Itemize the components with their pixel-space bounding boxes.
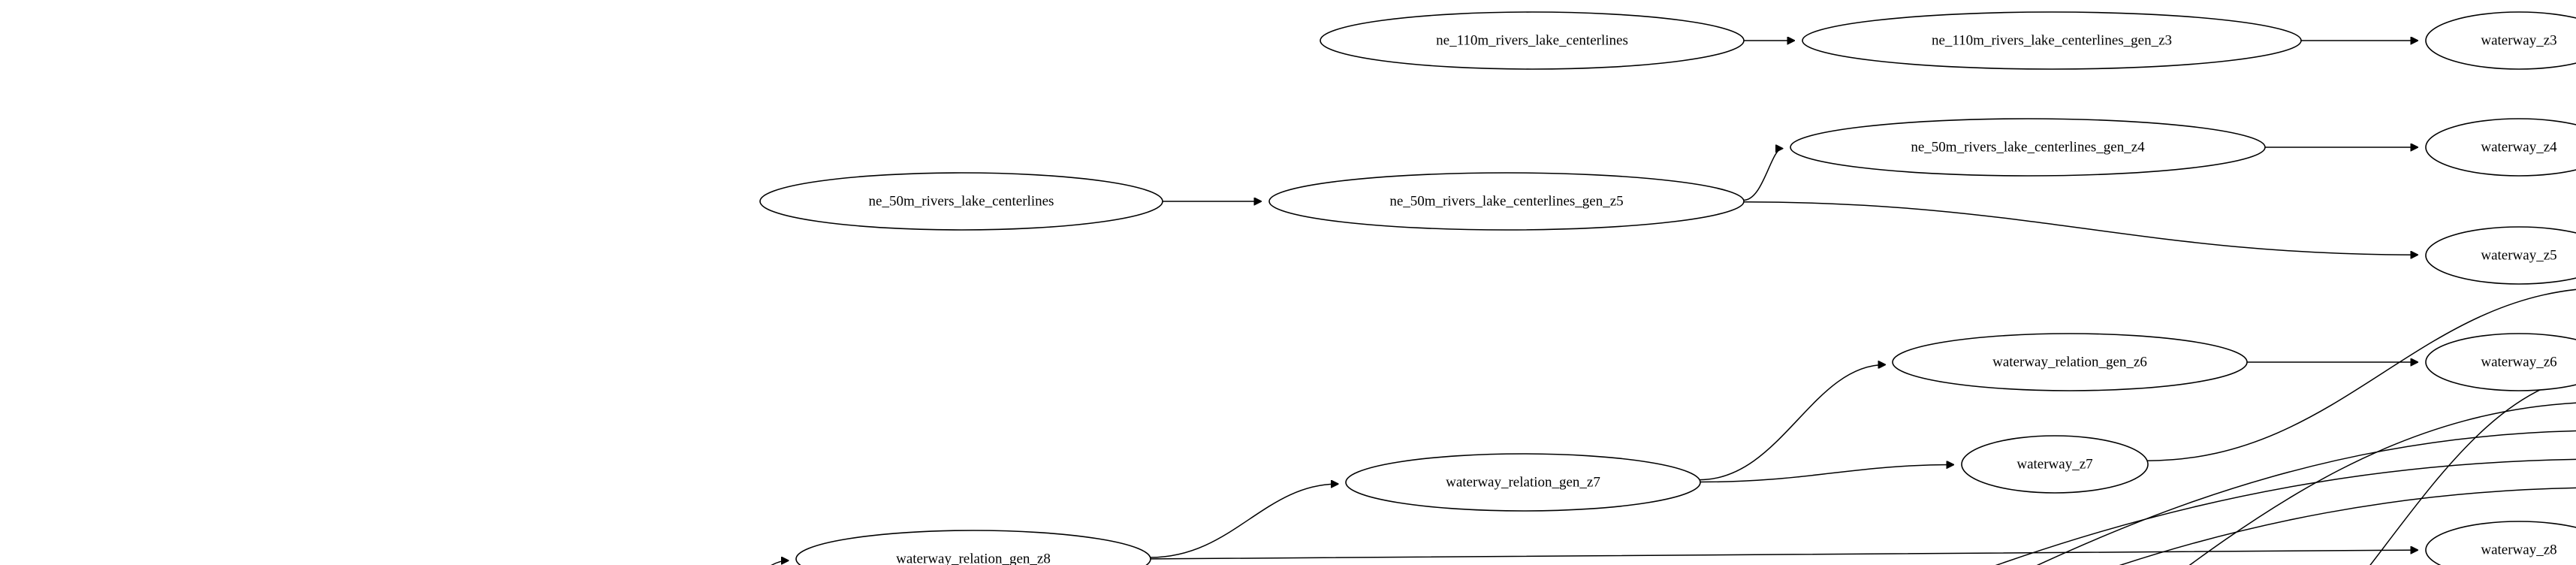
node-label: waterway_z6 [2481, 354, 2556, 370]
node-ellipse [2425, 11, 2576, 70]
node-label: ne_110m_rivers_lake_centerlines_gen_z3 [1932, 32, 2172, 48]
node-ellipse [1345, 453, 1701, 512]
node-label: waterway_relation_gen_z7 [1446, 474, 1600, 490]
node-label: ne_50m_rivers_lake_centerlines [869, 193, 1054, 209]
nodes-layer: imposm3osm_waterway_relationosm_waterway… [759, 11, 2576, 565]
graph-node[interactable]: ne_50m_rivers_lake_centerlines_gen_z4 [1790, 118, 2266, 177]
graph-node[interactable]: waterway_relation_gen_z7 [1345, 453, 1701, 512]
node-ellipse [1268, 172, 1745, 231]
graph-node[interactable]: ne_110m_rivers_lake_centerlines [1320, 11, 1745, 70]
node-ellipse [2425, 521, 2576, 565]
node-label: ne_50m_rivers_lake_centerlines_gen_z5 [1389, 193, 1623, 209]
node-label: ne_110m_rivers_lake_centerlines [1436, 32, 1628, 48]
node-ellipse [1320, 11, 1745, 70]
graph-node[interactable]: waterway_z6 [2425, 333, 2576, 391]
graph-edge [2369, 376, 2576, 565]
graph-node[interactable]: waterway_z7 [1961, 435, 2149, 494]
node-label: waterway_z4 [2481, 139, 2557, 155]
graph-node[interactable]: waterway_z5 [2425, 226, 2576, 285]
graph-edge [1743, 201, 2418, 255]
graph-edge [1150, 550, 2418, 560]
node-ellipse [759, 172, 1163, 231]
node-label: waterway_relation_gen_z6 [1992, 354, 2147, 370]
node-ellipse [2425, 333, 2576, 391]
graph-edge [2188, 402, 2576, 565]
graph-edge [1150, 484, 1338, 558]
graph-node[interactable]: waterway_z3 [2425, 11, 2576, 70]
graph-node[interactable]: waterway_z4 [2425, 118, 2576, 177]
node-label: waterway_z8 [2481, 542, 2556, 557]
node-ellipse [2425, 226, 2576, 285]
node-label: waterway_z7 [2016, 456, 2092, 472]
node-label: ne_50m_rivers_lake_centerlines_gen_z4 [1911, 139, 2145, 155]
node-label: waterway_relation_gen_z8 [896, 551, 1051, 565]
node-ellipse [1802, 11, 2302, 70]
node-ellipse [1961, 435, 2149, 494]
edges-layer [771, 41, 2576, 565]
node-label: waterway_z5 [2481, 247, 2556, 263]
graph-edge [1995, 458, 2576, 565]
graph-edge [2119, 487, 2576, 565]
graph-node[interactable]: waterway_relation_gen_z8 [795, 530, 1151, 565]
graph-edge [1699, 364, 1885, 481]
graph-edge [1743, 149, 1783, 201]
graph-node[interactable]: ne_50m_rivers_lake_centerlines [759, 172, 1163, 231]
graph-node[interactable]: waterway_z8 [2425, 521, 2576, 565]
node-label: waterway_z3 [2481, 32, 2556, 48]
node-ellipse [2425, 118, 2576, 177]
graph-edge [771, 560, 789, 565]
graph-node[interactable]: ne_50m_rivers_lake_centerlines_gen_z5 [1268, 172, 1745, 231]
graph-edge [1700, 465, 1953, 483]
node-ellipse [1892, 333, 2248, 391]
graph-node[interactable]: ne_110m_rivers_lake_centerlines_gen_z3 [1802, 11, 2302, 70]
node-ellipse [1790, 118, 2266, 177]
graph-edge [2036, 430, 2576, 565]
graph-node[interactable]: waterway_relation_gen_z6 [1892, 333, 2248, 391]
node-ellipse [795, 530, 1151, 565]
graph-edge [2146, 289, 2576, 461]
